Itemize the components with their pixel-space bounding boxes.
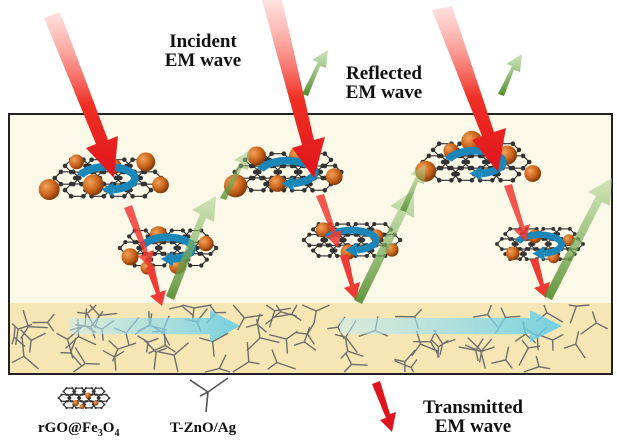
tetrapod xyxy=(340,338,364,359)
reflected-arrow-inner-4 xyxy=(220,150,250,200)
tetrapod xyxy=(232,304,264,331)
tetrapod xyxy=(204,354,231,373)
tetrapod xyxy=(265,304,292,328)
transmitted-label-line1: Transmitted xyxy=(423,397,523,418)
tetrapod xyxy=(296,321,316,345)
tetrapod xyxy=(580,311,609,335)
flow-arrow-right xyxy=(340,310,562,342)
tetrapod xyxy=(523,355,551,373)
tetrapod xyxy=(108,339,137,362)
tetrapod xyxy=(274,304,302,322)
legend-tzno-label: T-ZnO/Ag xyxy=(170,420,237,436)
fe3o4-particle xyxy=(121,248,139,266)
tetrapod xyxy=(394,349,416,373)
tetrapod xyxy=(568,304,590,324)
fe3o4-particle xyxy=(69,154,84,170)
internal-transmitted-arrows xyxy=(124,184,550,306)
tetrapod xyxy=(458,338,484,362)
reflected-label: Reflected EM wave xyxy=(324,64,444,102)
inner-red-arrow-3 xyxy=(316,194,342,248)
inner-red-arrow-4 xyxy=(340,254,360,300)
tetrapod xyxy=(246,318,280,352)
tetrapod xyxy=(394,359,418,373)
reflected-label-line1: Reflected xyxy=(346,63,422,84)
transmitted-label: Transmitted EM wave xyxy=(398,398,548,436)
fe3o4-particle xyxy=(93,400,99,406)
legend-tetrapod-icon xyxy=(189,377,229,413)
inner-red-arrow-1 xyxy=(124,205,154,268)
fe3o4-particle xyxy=(85,392,91,399)
tetrapod xyxy=(302,304,330,323)
legend-rgo-sheet-icon xyxy=(57,387,111,410)
fe3o4-particle xyxy=(524,165,542,182)
inner-red-arrow-2 xyxy=(146,265,166,306)
fe3o4-particle xyxy=(461,130,483,152)
legend-transmitted-arrow xyxy=(372,381,396,432)
incident-arrow-3 xyxy=(432,6,506,172)
tetrapod xyxy=(168,304,195,317)
reflected-arrow-top-1 xyxy=(302,50,328,96)
fe3o4-particle xyxy=(506,246,520,261)
tetrapod xyxy=(518,339,541,366)
tetrapod xyxy=(464,338,493,369)
tetrapod xyxy=(158,342,190,373)
reflected-arrow-inner-1 xyxy=(166,196,216,300)
reflected-arrow-inner-3 xyxy=(544,178,612,300)
reflected-arrow-inner-2 xyxy=(354,190,414,304)
fe3o4-particle xyxy=(82,174,104,196)
incident-label: Incident EM wave xyxy=(148,32,258,70)
inner-red-arrow-5 xyxy=(504,184,530,242)
fe3o4-particle xyxy=(136,152,156,172)
fe3o4-particle xyxy=(152,176,169,194)
legend-sheet xyxy=(57,387,111,410)
tetrapod xyxy=(268,330,298,354)
fe3o4-particle xyxy=(247,146,266,166)
tetrapod xyxy=(343,352,368,373)
fe3o4-particle xyxy=(79,404,85,410)
legend-rgo-label: rGO@Fe3O4 xyxy=(38,420,120,439)
fe3o4-particle xyxy=(38,179,60,200)
reflected-label-line2: EM wave xyxy=(345,82,423,103)
tetrapod xyxy=(491,346,513,369)
incident-label-line1: Incident xyxy=(169,31,237,52)
incident-arrow-1 xyxy=(44,12,118,178)
flow-arrow-left xyxy=(70,310,240,342)
reflected-arrow-top-2 xyxy=(498,54,522,96)
tetrapod xyxy=(11,336,39,370)
incident-arrow-2 xyxy=(262,0,325,178)
tetrapod xyxy=(102,349,125,371)
fe3o4-particle xyxy=(198,236,214,252)
reflected-arrows xyxy=(166,50,612,304)
tetrapod xyxy=(137,335,159,353)
fe3o4-particle xyxy=(325,168,343,186)
tetrapod xyxy=(20,309,48,339)
tetrapod xyxy=(232,342,260,373)
eddy-current-arrow xyxy=(77,162,139,194)
tetrapod xyxy=(60,337,83,368)
tetrapod xyxy=(20,329,47,353)
fe3o4-particle xyxy=(73,399,79,406)
reflected-arrow-inner-5 xyxy=(400,164,426,212)
tetrapod xyxy=(267,349,296,370)
transmitted-label-line2: EM wave xyxy=(434,416,512,437)
fe3o4-particle xyxy=(269,175,286,192)
inner-red-arrow-6 xyxy=(530,258,550,298)
tetrapod xyxy=(563,331,586,359)
flow-arrows xyxy=(70,310,562,342)
tetrapod xyxy=(32,313,55,332)
sheet-top-left xyxy=(38,152,169,200)
tetrapod xyxy=(73,346,100,373)
incident-label-line2: EM wave xyxy=(164,50,242,71)
incident-arrows xyxy=(44,0,506,178)
